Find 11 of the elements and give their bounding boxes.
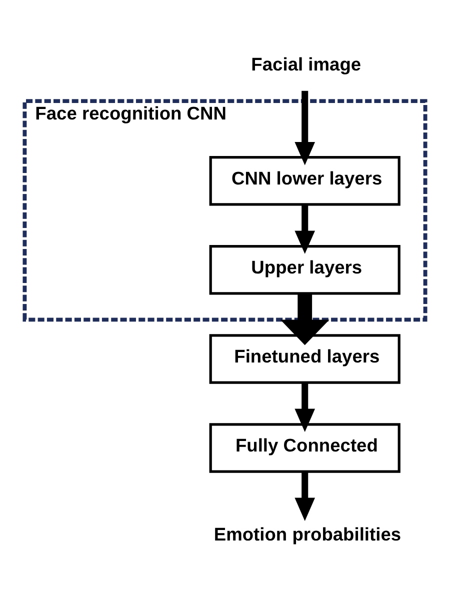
- node-text: Facial image: [250, 54, 361, 75]
- arrow: [294, 382, 315, 432]
- node-box: Upper layers: [208, 245, 400, 295]
- arrow: [294, 472, 315, 521]
- arrow: [280, 294, 329, 346]
- arrow: [294, 90, 315, 166]
- node-box: Fully Connected: [208, 423, 400, 473]
- node-text: Emotion probabilities: [213, 524, 401, 545]
- arrow: [294, 204, 315, 254]
- node-box: CNN lower layers: [208, 156, 400, 206]
- node-box: Finetuned layers: [208, 334, 400, 384]
